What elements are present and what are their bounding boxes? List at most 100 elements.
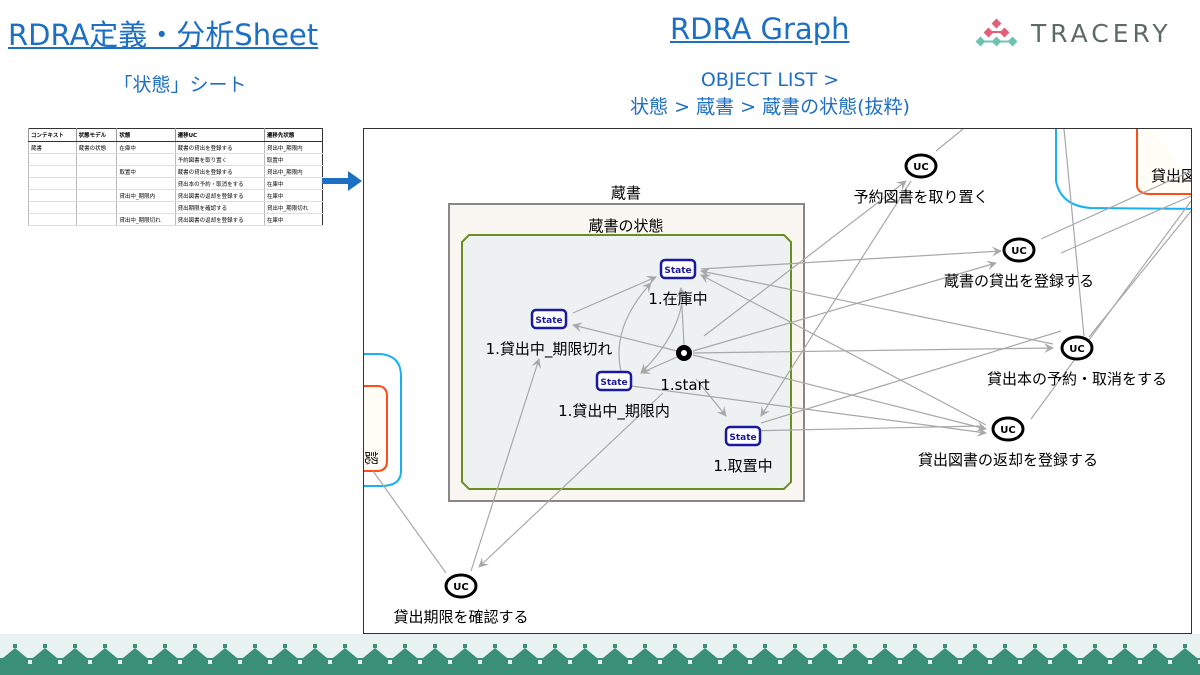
- usecase-icon: UC: [1002, 237, 1036, 263]
- table-cell: 貸出期限を確認する: [174, 201, 265, 214]
- start-label: 1.start: [660, 376, 709, 394]
- table-row: 取置中蔵書の貸出を登録する貸出中_期限内: [28, 165, 323, 178]
- table-cell: 貸出中_期限内: [263, 141, 323, 154]
- svg-text:State: State: [600, 378, 627, 388]
- edge-line: [692, 354, 987, 432]
- svg-text:UC: UC: [913, 162, 928, 173]
- table-cell: 在庫中: [263, 213, 323, 226]
- state-label: 1.取置中: [713, 457, 772, 475]
- usecase-icon: UC: [904, 153, 938, 179]
- state-node-on_loan[interactable]: State 1.貸出中_期限内: [558, 370, 670, 421]
- edge-line: [572, 322, 678, 352]
- edge-line: [760, 180, 912, 417]
- edge-line: [618, 282, 652, 372]
- rdra-graph-canvas[interactable]: 認 貸出図 蔵書 蔵書の状態 1.start State1.在庫中State1.…: [363, 128, 1192, 634]
- usecase-node-return[interactable]: UC 貸出図書の返却を登録する: [918, 416, 1098, 469]
- table-cell: 在庫中: [263, 189, 323, 202]
- edge-line: [1060, 195, 1191, 254]
- state-icon: State: [659, 258, 697, 280]
- context-label: 蔵書: [611, 184, 641, 202]
- breadcrumb-line-1: OBJECT LIST >: [700, 69, 840, 91]
- column-header: 状態モデル: [75, 128, 117, 142]
- arrow-right-icon: [322, 171, 362, 191]
- table-cell: [116, 153, 176, 166]
- svg-text:UC: UC: [453, 582, 468, 593]
- table-cell: 貸出中_期限切れ: [263, 201, 323, 214]
- usecase-label: 貸出図書の返却を登録する: [918, 451, 1098, 469]
- table-cell: 貸出中_期限内: [116, 189, 176, 202]
- edge-line: [470, 358, 542, 572]
- column-header: 遷移UC: [174, 128, 265, 142]
- table-cell: 蔵書の状態: [75, 141, 117, 154]
- state-node-reserved[interactable]: State 1.取置中: [713, 425, 773, 475]
- table-cell: 蔵書の貸出を登録する: [174, 165, 265, 178]
- edge-line: [695, 378, 727, 417]
- table-cell: [28, 201, 77, 214]
- table-cell: [28, 213, 77, 226]
- edge-line: [935, 129, 964, 152]
- sheet-title[interactable]: RDRA定義・分析Sheet: [8, 18, 319, 52]
- edge-line: [630, 385, 987, 437]
- edge-line: [676, 287, 687, 346]
- state-model-box: [461, 234, 792, 490]
- logo-text: TRACERY: [1031, 18, 1172, 48]
- table-cell: 在庫中: [116, 141, 176, 154]
- table-header-row: コンテキスト 状態モデル 状態 遷移UC 遷移先状態: [28, 128, 323, 142]
- table-cell: [28, 165, 77, 178]
- table-cell: 貸出本の予約・取消をする: [174, 177, 265, 190]
- edges: [372, 129, 1191, 574]
- table-cell: [116, 177, 176, 190]
- table-cell: 貸出図書の返却を登録する: [174, 213, 265, 226]
- state-label: 1.貸出中_期限内: [558, 402, 670, 421]
- state-icon: State: [724, 425, 762, 447]
- footer-decoration: [0, 634, 1200, 675]
- table-cell: [116, 201, 176, 214]
- svg-text:UC: UC: [1011, 246, 1026, 257]
- edge-line: [478, 392, 664, 568]
- edge-line: [760, 330, 1062, 424]
- table-cell: 蔵書: [28, 141, 77, 154]
- edge-line: [1063, 129, 1085, 337]
- edge-line: [700, 274, 987, 426]
- usecase-icon: UC: [1060, 335, 1094, 361]
- usecase-icon: UC: [444, 573, 478, 599]
- table-row: 貸出本の予約・取消をする在庫中: [28, 177, 323, 190]
- state-label: 1.貸出中_期限切れ: [486, 340, 613, 359]
- group-cylinder-top-right: 貸出図: [1055, 129, 1191, 210]
- svg-text:UC: UC: [1000, 425, 1015, 436]
- table-cell: [75, 153, 117, 166]
- table-row: 貸出中_期限内貸出図書の返却を登録する在庫中: [28, 189, 323, 202]
- usecase-label: 貸出本の予約・取消をする: [987, 370, 1167, 388]
- svg-text:UC: UC: [1069, 344, 1084, 355]
- svg-text:State: State: [664, 266, 691, 276]
- tracery-logo: TRACERY: [975, 18, 1172, 48]
- table-cell: [28, 189, 77, 202]
- start-node[interactable]: 1.start: [660, 345, 710, 394]
- usecase-label: 蔵書の貸出を登録する: [944, 272, 1094, 290]
- edge-line: [700, 267, 1054, 345]
- table-row: 蔵書蔵書の状態在庫中蔵書の貸出を登録する貸出中_期限内: [28, 141, 323, 154]
- usecase-icon: UC: [991, 416, 1025, 442]
- group-left-partial-label: 認: [364, 451, 378, 465]
- usecase-node-lend[interactable]: UC 蔵書の貸出を登録する: [944, 237, 1094, 290]
- graph-title[interactable]: RDRA Graph: [670, 12, 850, 46]
- table-cell: 取置中: [116, 165, 176, 178]
- edge-line: [700, 246, 1002, 270]
- table-cell: [75, 213, 117, 226]
- usecase-node-hold[interactable]: UC 予約図書を取り置く: [853, 153, 989, 206]
- usecase-label: 予約図書を取り置く: [853, 188, 988, 206]
- usecase-node-reserve_cancel[interactable]: UC 貸出本の予約・取消をする: [987, 335, 1167, 388]
- table-cell: 蔵書の貸出を登録する: [174, 141, 265, 154]
- svg-text:State: State: [729, 433, 756, 443]
- table-cell: [75, 177, 117, 190]
- table-cell: 貸出図書の返却を登録する: [174, 189, 265, 202]
- sheet-subtitle: 「状態」シート: [113, 74, 247, 96]
- tracery-logo-icon: [975, 18, 1018, 47]
- table-row: 貸出中_期限切れ貸出図書の返却を登録する在庫中: [28, 213, 323, 226]
- column-header: 状態: [116, 128, 176, 142]
- table-cell: 在庫中: [263, 177, 323, 190]
- table-cell: 予約図書を取り置く: [174, 153, 265, 166]
